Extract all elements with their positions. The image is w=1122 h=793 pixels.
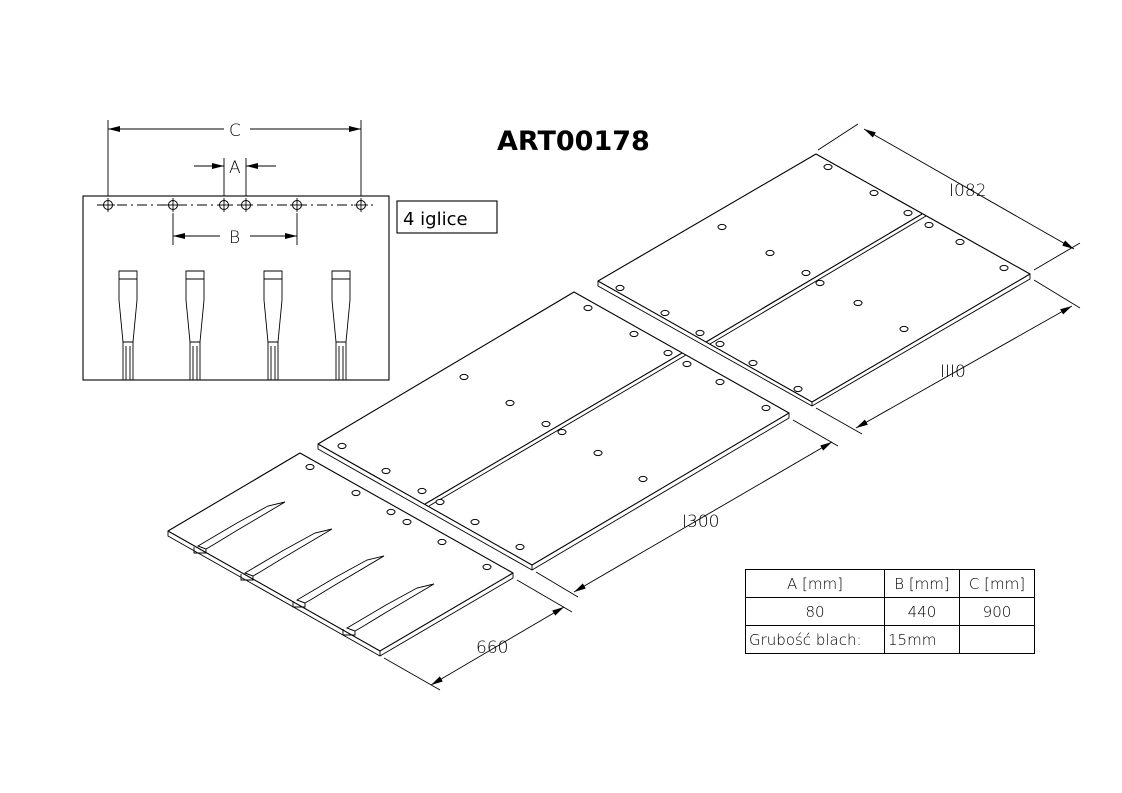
header-b: B [mm] [884,569,960,598]
dim-a-label: A [229,158,241,178]
plate-middle [317,291,790,571]
spec-table: A [mm] B [mm] C [mm] 80 440 900 Grubość … [745,569,1035,654]
table-row: Grubość blach: 15mm [745,625,1035,654]
dimension-1110: III0 [815,279,1081,435]
thickness-value: 15mm [884,625,960,654]
plate-needles [167,452,514,657]
header-a: A [mm] [745,569,885,598]
plate-needles-holes [305,463,492,571]
front-view: C A B [82,120,390,381]
dim-1082-label: I082 [949,181,986,201]
dim-b-label: B [229,228,240,248]
dimension-1082: I082 [817,123,1081,271]
value-a: 80 [745,597,885,626]
header-c: C [mm] [959,569,1035,598]
front-view-holes [101,198,368,212]
dimension-c: C [107,120,362,196]
dimension-b: B [172,213,298,248]
dim-660-label: 660 [476,638,508,658]
needle-count-label: 4 iglice [403,209,468,230]
front-view-frame [82,195,390,381]
dim-c-label: C [229,121,241,141]
thickness-label: Grubość blach: [745,625,885,654]
drawing-title: ART00178 [497,126,650,157]
dim-1110-label: III0 [940,362,966,382]
value-c: 900 [959,597,1035,626]
value-b: 440 [884,597,960,626]
dim-1300-label: I300 [682,512,719,532]
dimension-1300: I300 [535,419,839,598]
dimension-a: A [194,158,276,196]
dimension-660: 660 [383,579,573,691]
front-view-needles [118,270,351,380]
plate-needle-slots [193,501,435,636]
empty-cell [959,625,1035,654]
table-row: A [mm] B [mm] C [mm] [745,569,1035,598]
table-row: 80 440 900 [745,597,1035,626]
needle-count-box: 4 iglice [396,200,498,234]
